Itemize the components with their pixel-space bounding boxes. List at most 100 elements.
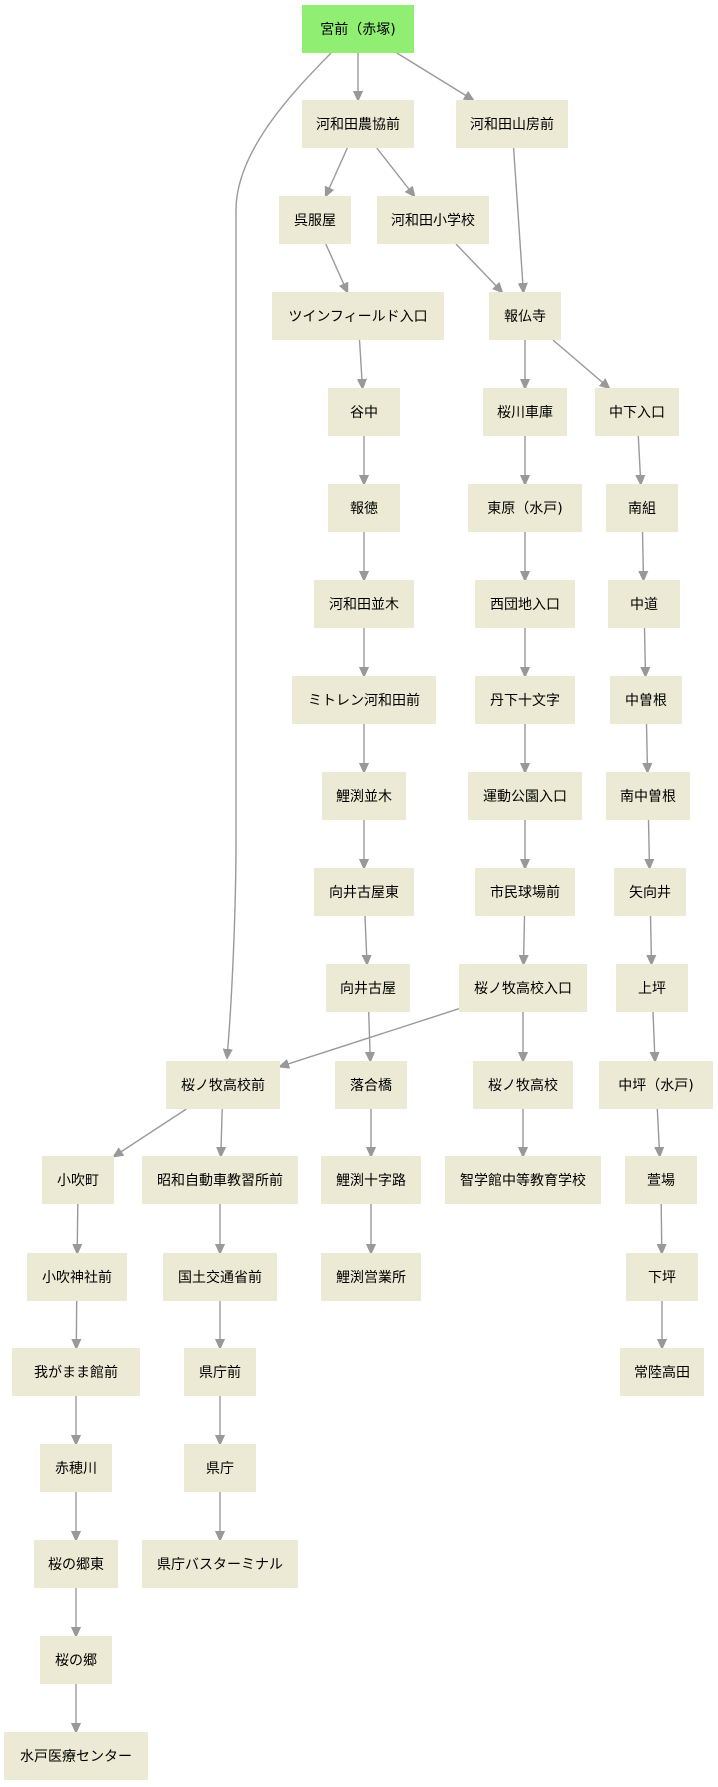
stop-node: 我がまま館前: [12, 1348, 140, 1396]
stop-node: 萱場: [625, 1156, 697, 1204]
stop-box: [599, 1061, 713, 1109]
edge-n15-n18: [645, 627, 646, 676]
stop-box: [616, 964, 688, 1012]
stop-label: 南組: [628, 501, 656, 517]
stop-label: 呉服屋: [294, 213, 336, 229]
stop-node: ツインフィールド入口: [272, 292, 444, 340]
stop-box: [42, 1156, 114, 1204]
stop-label: 智学館中等教育学校: [460, 1172, 586, 1189]
stop-box: [606, 484, 678, 532]
stop-label: 小吹町: [57, 1173, 99, 1189]
stop-label: 小吹神社前: [42, 1269, 112, 1286]
stop-label: 中下入口: [609, 405, 665, 421]
stop-box: [595, 388, 679, 436]
stop-label: 宮前（赤塚): [320, 21, 395, 38]
stop-label: 萱場: [647, 1173, 675, 1189]
stop-box: [608, 580, 680, 628]
stop-node: 水戸医療センター: [4, 1732, 148, 1780]
stop-label: 桜川車庫: [497, 404, 553, 421]
stop-node: 中坪（水戸): [599, 1061, 713, 1109]
edge-n0-n28: [227, 52, 332, 1058]
stop-box: [302, 100, 414, 148]
stop-node: 西団地入口: [475, 580, 575, 628]
edge-n22-n25: [365, 915, 367, 964]
stop-node: 市民球場前: [475, 868, 575, 916]
stop-label: 運動公園入口: [483, 789, 567, 805]
stop-node: 県庁: [184, 1444, 256, 1492]
stop-node: 鯉渕営業所: [321, 1253, 421, 1301]
stop-node: 国土交通省前: [163, 1253, 277, 1301]
nodes-layer: 宮前（赤塚)河和田農協前河和田山房前呉服屋河和田小学校ツインフィールド入口報仏寺…: [4, 5, 713, 1780]
stop-box: [483, 388, 567, 436]
stop-label: 国土交通省前: [178, 1269, 262, 1286]
stop-node: 丹下十文字: [475, 676, 575, 724]
stop-box: [302, 5, 414, 53]
stop-node: 赤穂川: [40, 1444, 112, 1492]
stop-label: 我がまま館前: [34, 1364, 118, 1381]
edge-n28-n32: [114, 1108, 187, 1156]
stop-box: [377, 196, 489, 244]
stop-label: 鯉渕並木: [336, 789, 392, 805]
stop-node: 智学館中等教育学校: [445, 1156, 601, 1204]
stop-label: 中曽根: [625, 693, 667, 709]
stop-label: 河和田並木: [329, 597, 399, 613]
stop-box: [321, 1253, 421, 1301]
stop-label: ミトレン河和田前: [308, 692, 420, 709]
stop-label: 県庁: [206, 1461, 234, 1477]
stop-box: [475, 580, 575, 628]
stop-box: [456, 100, 568, 148]
stop-node: 鯉渕並木: [322, 772, 406, 820]
stop-box: [459, 964, 587, 1012]
edge-n24-n27: [651, 915, 652, 964]
stop-box: [184, 1444, 256, 1492]
stop-node: 鯉渕十字路: [321, 1156, 421, 1204]
stop-node: 河和田山房前: [456, 100, 568, 148]
stop-label: 向井古屋東: [329, 885, 399, 901]
edge-n25-n29: [369, 1011, 371, 1061]
stop-box: [184, 1348, 256, 1396]
stop-node: 昭和自動車教習所前: [142, 1156, 298, 1204]
stop-label: 谷中: [350, 405, 378, 421]
stop-node: 呉服屋: [279, 196, 351, 244]
stop-label: 落合橋: [350, 1078, 392, 1094]
stop-box: [34, 1540, 118, 1588]
stop-box: [321, 1156, 421, 1204]
stop-box: [314, 868, 414, 916]
stop-label: 水戸医療センター: [20, 1748, 132, 1765]
stop-box: [625, 1156, 697, 1204]
edge-n2-n6: [512, 147, 524, 292]
stop-box: [468, 772, 582, 820]
stop-box: [322, 772, 406, 820]
stop-node: 南組: [606, 484, 678, 532]
stop-label: 下坪: [648, 1270, 676, 1286]
stop-box: [142, 1540, 298, 1588]
stop-box: [292, 676, 436, 724]
stop-node: 中曽根: [610, 676, 682, 724]
stop-node: 桜の郷東: [34, 1540, 118, 1588]
stop-label: ツインフィールド入口: [288, 309, 427, 325]
stop-box: [610, 676, 682, 724]
stop-node: 河和田並木: [314, 580, 414, 628]
stop-node: 桜川車庫: [483, 388, 567, 436]
edge-n1-n3: [326, 147, 348, 196]
stop-label: 鯉渕十字路: [336, 1173, 406, 1189]
stop-box: [328, 388, 400, 436]
stop-box: [473, 1061, 573, 1109]
stop-node: 桜ノ牧高校前: [166, 1061, 280, 1109]
stop-label: 西団地入口: [490, 597, 560, 613]
stop-node: 中道: [608, 580, 680, 628]
stop-box: [163, 1253, 277, 1301]
stop-node: 向井古屋: [326, 964, 410, 1012]
edge-n18-n21: [647, 723, 648, 772]
stop-label: 向井古屋: [340, 981, 396, 997]
stop-box: [166, 1061, 280, 1109]
edge-n4-n6: [455, 243, 502, 292]
edge-n6-n9: [552, 339, 609, 388]
edge-n12-n15: [643, 531, 644, 580]
stop-box: [142, 1156, 298, 1204]
stop-box: [40, 1636, 112, 1684]
stop-box: [620, 1348, 704, 1396]
stop-box: [626, 1253, 698, 1301]
stop-node: 矢向井: [614, 868, 686, 916]
stop-label: 河和田山房前: [470, 116, 554, 133]
